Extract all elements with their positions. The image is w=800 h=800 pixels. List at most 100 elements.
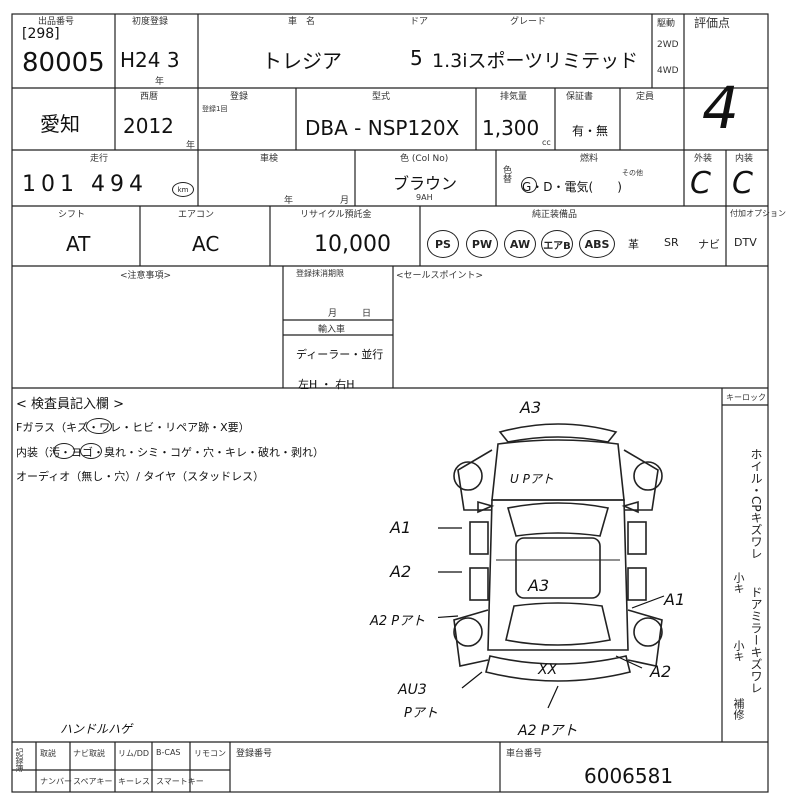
bottom-plate: ナンバー bbox=[40, 777, 72, 786]
shift-label: シフト bbox=[58, 210, 86, 220]
bottom-smart-key: スマートキー bbox=[156, 777, 204, 786]
damage-a2-right: A2 bbox=[650, 662, 672, 681]
reg-note: 登録1回 bbox=[202, 105, 228, 113]
model: DBA - NSP120X bbox=[305, 116, 460, 140]
inspection-year-unit: 年 bbox=[284, 196, 294, 206]
doors-label: ドア bbox=[410, 17, 429, 27]
score-value: 4 bbox=[702, 74, 739, 142]
exterior-label: 外装 bbox=[694, 154, 713, 164]
first-reg-value: H24 3 bbox=[120, 48, 180, 72]
equip-dtv: DTV bbox=[734, 236, 757, 249]
drive-4wd: 4WD bbox=[657, 66, 679, 76]
mileage-label: 走行 bbox=[90, 154, 109, 164]
damage-a2-ppt-bottom: A2 Pアト bbox=[518, 723, 578, 739]
warranty-value: 有・無 bbox=[572, 124, 609, 138]
interior-value: C bbox=[732, 166, 753, 201]
damage-a2-ppt-left: A2 Pアト bbox=[370, 614, 426, 629]
capacity-label: 定員 bbox=[636, 92, 655, 102]
fuel-value: G・D・電気( ) bbox=[522, 180, 622, 194]
inspector-label: < 検査員記入欄 > bbox=[16, 397, 125, 412]
registration-notes-label: 登録抹消期限 bbox=[296, 269, 344, 278]
bottom-navi-manual: ナビ取説 bbox=[73, 749, 105, 758]
grade-label: グレード bbox=[510, 17, 547, 27]
displacement-label: 排気量 bbox=[500, 92, 528, 102]
reg-label: 登録 bbox=[230, 92, 249, 102]
remarks-label: <注意事項> bbox=[120, 271, 172, 281]
aircon: AC bbox=[192, 232, 220, 256]
displacement-unit: cc bbox=[542, 138, 551, 147]
first-reg-label: 初度登録 bbox=[132, 17, 169, 27]
doors: 5 bbox=[410, 46, 423, 70]
equip-navi: ナビ bbox=[698, 238, 720, 251]
equip-leather: 革 bbox=[628, 238, 639, 251]
glass-mark-circle bbox=[86, 418, 112, 434]
equip-pw: PW bbox=[466, 230, 498, 258]
year: 2012 bbox=[123, 114, 174, 138]
bottom-left-label: 記録簿 bbox=[15, 748, 24, 772]
damage-ppt: Pアト bbox=[404, 706, 438, 721]
shift: AT bbox=[66, 232, 91, 256]
equip-airbag: エアB bbox=[541, 230, 573, 258]
bottom-manual: 取説 bbox=[40, 749, 56, 758]
damage-xx: XX bbox=[538, 662, 558, 678]
sales-points-label: <セールスポイント> bbox=[396, 271, 484, 281]
chassis-no-label: 車台番号 bbox=[506, 749, 543, 759]
options-label: 付加オプション bbox=[730, 209, 786, 218]
damage-u-label: U Pアト bbox=[510, 472, 554, 486]
damage-a3-center: A3 bbox=[528, 576, 550, 595]
mileage-unit: km bbox=[172, 182, 194, 197]
recycle-label: リサイクル預託金 bbox=[300, 210, 372, 220]
handle-note: ハンドルハゲ bbox=[60, 722, 133, 736]
interior-label: 内装 bbox=[735, 154, 754, 164]
import-type: ディーラー・並行 bbox=[296, 348, 384, 361]
bottom-bcas: B-CAS bbox=[156, 748, 181, 757]
lot-number-prefix: [298] bbox=[22, 26, 60, 42]
drive-label: 駆動 bbox=[657, 19, 676, 29]
aircon-label: エアコン bbox=[178, 210, 215, 220]
interior-mark-circle-1 bbox=[53, 443, 75, 459]
chassis-number: 6006581 bbox=[584, 764, 674, 788]
reg-number-label: 登録番号 bbox=[236, 749, 273, 759]
damage-a2-left: A2 bbox=[390, 562, 412, 581]
exterior-value: C bbox=[690, 166, 711, 201]
bottom-remote: リモコン bbox=[194, 749, 226, 758]
year-unit: 年 bbox=[186, 141, 196, 151]
side-vertical-2: ドアミラーキズワレ bbox=[749, 586, 763, 694]
bottom-spare-key: スペアキー bbox=[73, 777, 113, 786]
inspection-label: 車検 bbox=[260, 154, 279, 164]
color: ブラウン bbox=[393, 174, 458, 193]
handle-position: 左H ・ 右H bbox=[298, 378, 355, 391]
import-label: 輸入車 bbox=[318, 325, 346, 335]
keylock-label: キーロック bbox=[726, 393, 766, 402]
side-small-1: 小キ bbox=[732, 572, 745, 594]
mileage: 101 494 bbox=[22, 172, 148, 197]
equip-ps: PS bbox=[427, 230, 459, 258]
fuel-other: その他 bbox=[622, 169, 643, 177]
bottom-keyless: キーレス bbox=[118, 777, 150, 786]
bottom-rim: リム/DD bbox=[118, 749, 150, 758]
grade: 1.3iスポーツリミテッド bbox=[432, 50, 639, 72]
equip-sr: SR bbox=[664, 236, 679, 249]
score-label: 評価点 bbox=[694, 16, 731, 30]
model-label: 型式 bbox=[372, 92, 391, 102]
recycle: 10,000 bbox=[314, 232, 391, 257]
side-small-3: 補修 bbox=[732, 698, 745, 720]
interior-mark-circle-2 bbox=[80, 443, 102, 459]
damage-a3-top: A3 bbox=[520, 398, 542, 417]
car-name-label: 車 名 bbox=[288, 17, 316, 27]
day-label: 日 bbox=[362, 309, 372, 319]
damage-au3: AU3 bbox=[398, 682, 427, 698]
side-small-2: 小キ bbox=[732, 640, 745, 662]
first-reg-unit: 年 bbox=[155, 77, 165, 87]
color-change-label: 色替 bbox=[501, 165, 511, 183]
fuel-label: 燃料 bbox=[580, 154, 599, 164]
drive-2wd: 2WD bbox=[657, 40, 679, 50]
inspector-line3: オーディオ（無し・穴）/ タイヤ（スタッドレス） bbox=[16, 470, 265, 483]
lot-number-label: 出品番号 bbox=[38, 17, 75, 27]
equipment-label: 純正装備品 bbox=[532, 210, 578, 220]
lot-number: 80005 bbox=[22, 48, 105, 78]
color-code: 9AH bbox=[416, 193, 433, 202]
month-label: 月 bbox=[328, 309, 338, 319]
